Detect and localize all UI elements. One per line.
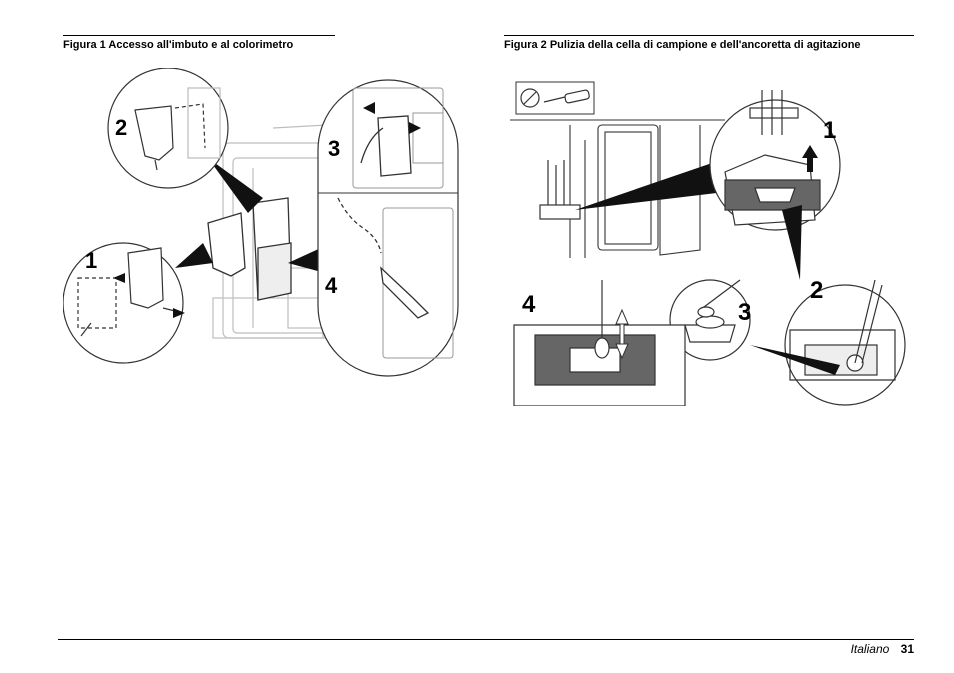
figure2-top-rule (504, 35, 914, 36)
figure2-step-2-label: 2 (810, 277, 823, 304)
figure1-step-4-label: 4 (325, 273, 338, 298)
figure2-step-3-label: 3 (738, 299, 751, 326)
figure1-step-1-label: 1 (85, 248, 97, 273)
figure2-step-4-label: 4 (522, 291, 536, 318)
footer-language: Italiano (850, 642, 890, 656)
page-footer: Italiano 31 (851, 642, 914, 656)
figure1-top-rule (63, 35, 335, 36)
figure1-step-3-label: 3 (328, 136, 340, 161)
footer-rule (58, 639, 914, 640)
figure1-caption: Figura 1 Accesso all'imbuto e al colorim… (63, 39, 294, 51)
figure1-illustration: 2 1 3 4 (63, 68, 468, 380)
figure2-illustration: 1 2 3 (510, 80, 908, 406)
figure2-caption: Figura 2 Pulizia della cella di campione… (504, 39, 861, 51)
page-number: 31 (900, 642, 914, 656)
figure2-step-1-label: 1 (823, 117, 836, 144)
screwdriver-icon (520, 88, 540, 108)
figure1-step-2-label: 2 (115, 115, 127, 140)
